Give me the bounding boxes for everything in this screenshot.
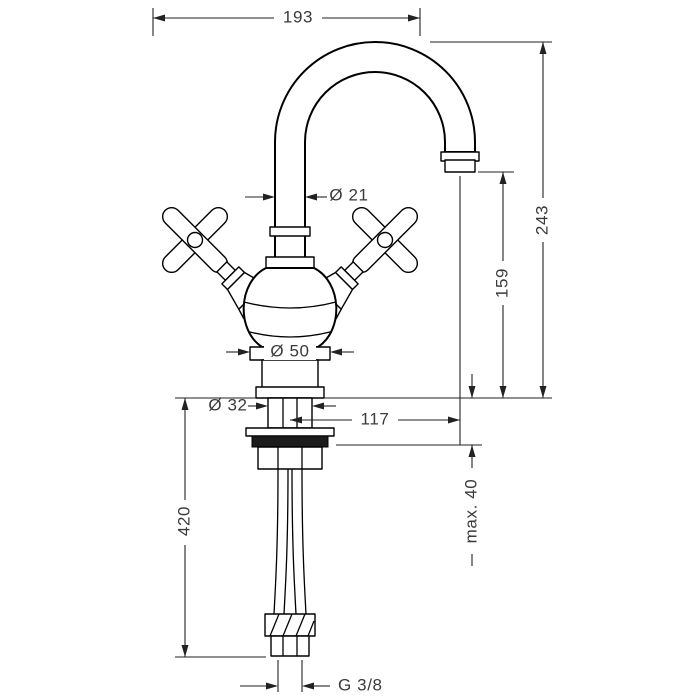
handle-left-hub [186, 231, 204, 249]
dimension-max-40: max. 40 [336, 374, 482, 566]
body-detail-line-upper [243, 301, 337, 309]
mounting-washer-plate [245, 427, 335, 437]
faucet-body [242, 267, 338, 399]
knurl-line [295, 613, 306, 637]
body-base-ring [255, 386, 325, 399]
mounting-nut [257, 446, 323, 470]
dimension-193: 193 [152, 7, 421, 36]
knurl-line [307, 620, 315, 637]
knurl-line [282, 613, 293, 637]
supply-hoses [264, 468, 316, 657]
dimension-label-thread: G 3/8 [338, 675, 383, 694]
mounting-hardware [245, 397, 335, 470]
hose-connector-nut [270, 635, 310, 657]
dimension-label-420: 420 [174, 506, 193, 536]
hose-line [283, 468, 289, 615]
spout-outline [274, 41, 476, 277]
dimension-base-diameter: Ø 50 [226, 341, 354, 360]
faucet-spout [265, 41, 480, 277]
dimension-label-base-diameter: Ø 50 [270, 341, 309, 360]
dimension-shank-diameter: Ø 32 [208, 395, 336, 414]
dimension-159: 159 [478, 171, 514, 398]
mounting-seal [251, 435, 329, 448]
mounting-shank [267, 397, 313, 429]
dimension-label-max-40: max. 40 [461, 479, 480, 544]
hose-line [273, 468, 279, 615]
dimension-243: 243 [430, 41, 552, 398]
dimension-thread: G 3/8 [240, 660, 383, 694]
dimension-label-243: 243 [532, 205, 551, 235]
label-backing [264, 343, 316, 360]
hose-line [301, 468, 307, 615]
dimension-label-159: 159 [492, 268, 511, 298]
body-detail-line-lower [249, 331, 331, 338]
dimension-spout-diameter: Ø 21 [245, 185, 368, 204]
hose-line [291, 468, 297, 615]
dimension-label-spout-diameter: Ø 21 [329, 185, 368, 204]
dimension-label-117: 117 [361, 409, 390, 428]
spout-ring-upper [269, 226, 311, 237]
spout-aerator-tip [444, 159, 476, 173]
body-base-cylinder [261, 359, 319, 390]
dimension-label-shank-diameter: Ø 32 [208, 395, 247, 414]
dimension-420: 420 [174, 398, 266, 658]
dimension-117: 117 [290, 176, 461, 445]
dimension-label-193: 193 [283, 7, 313, 26]
handle-right-hub [376, 231, 394, 249]
knurl-line [269, 613, 280, 637]
spout-neck-collar [265, 256, 315, 269]
